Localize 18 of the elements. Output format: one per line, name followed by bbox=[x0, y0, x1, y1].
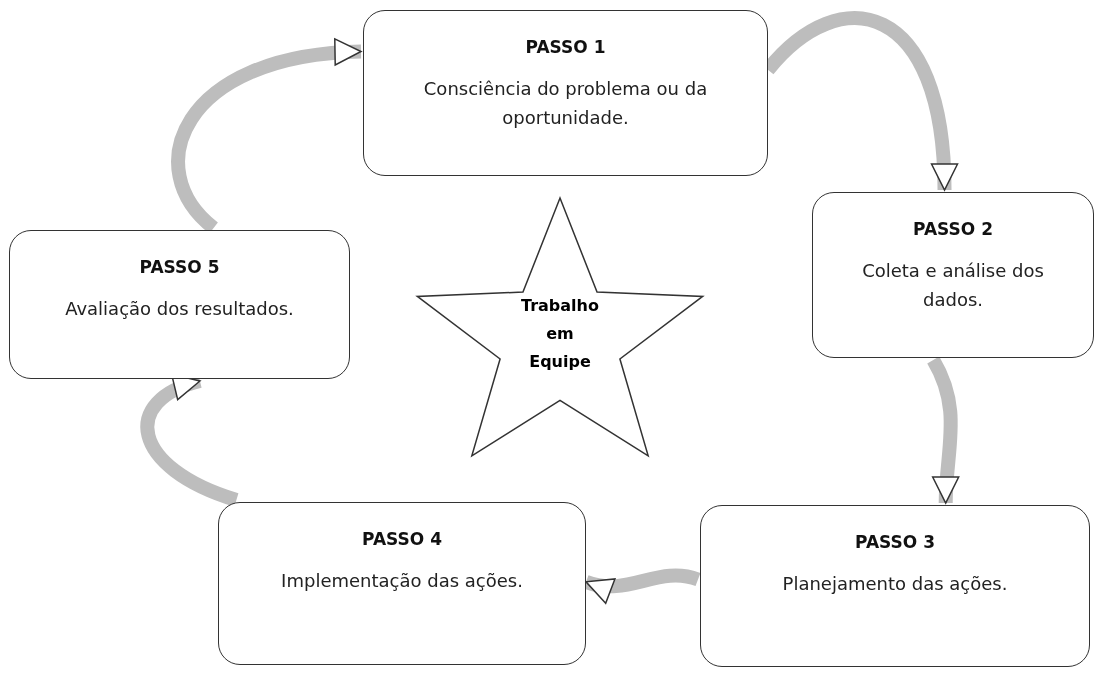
step-description: Planejamento das ações. bbox=[782, 572, 1008, 596]
step-description: Consciência do problema ou da oportunidade. bbox=[422, 77, 709, 130]
step-title: PASSO 4 bbox=[362, 529, 442, 549]
step-box bbox=[9, 230, 350, 379]
step-box bbox=[812, 192, 1094, 358]
step-description: Implementação das ações. bbox=[281, 569, 523, 593]
step-title: PASSO 2 bbox=[913, 219, 993, 239]
star-label: Trabalho em Equipe bbox=[520, 294, 600, 373]
step-description: Coleta e análise dos dados. bbox=[861, 259, 1045, 312]
step-box bbox=[218, 502, 586, 665]
curved-arrow bbox=[927, 356, 961, 504]
curved-arrow bbox=[584, 568, 700, 603]
step-box bbox=[700, 505, 1090, 667]
step-title: PASSO 3 bbox=[855, 532, 935, 552]
step-description: Avaliação dos resultados. bbox=[65, 297, 294, 321]
step-title: PASSO 5 bbox=[139, 257, 220, 277]
step-box bbox=[363, 10, 768, 176]
step-title: PASSO 1 bbox=[525, 37, 606, 57]
